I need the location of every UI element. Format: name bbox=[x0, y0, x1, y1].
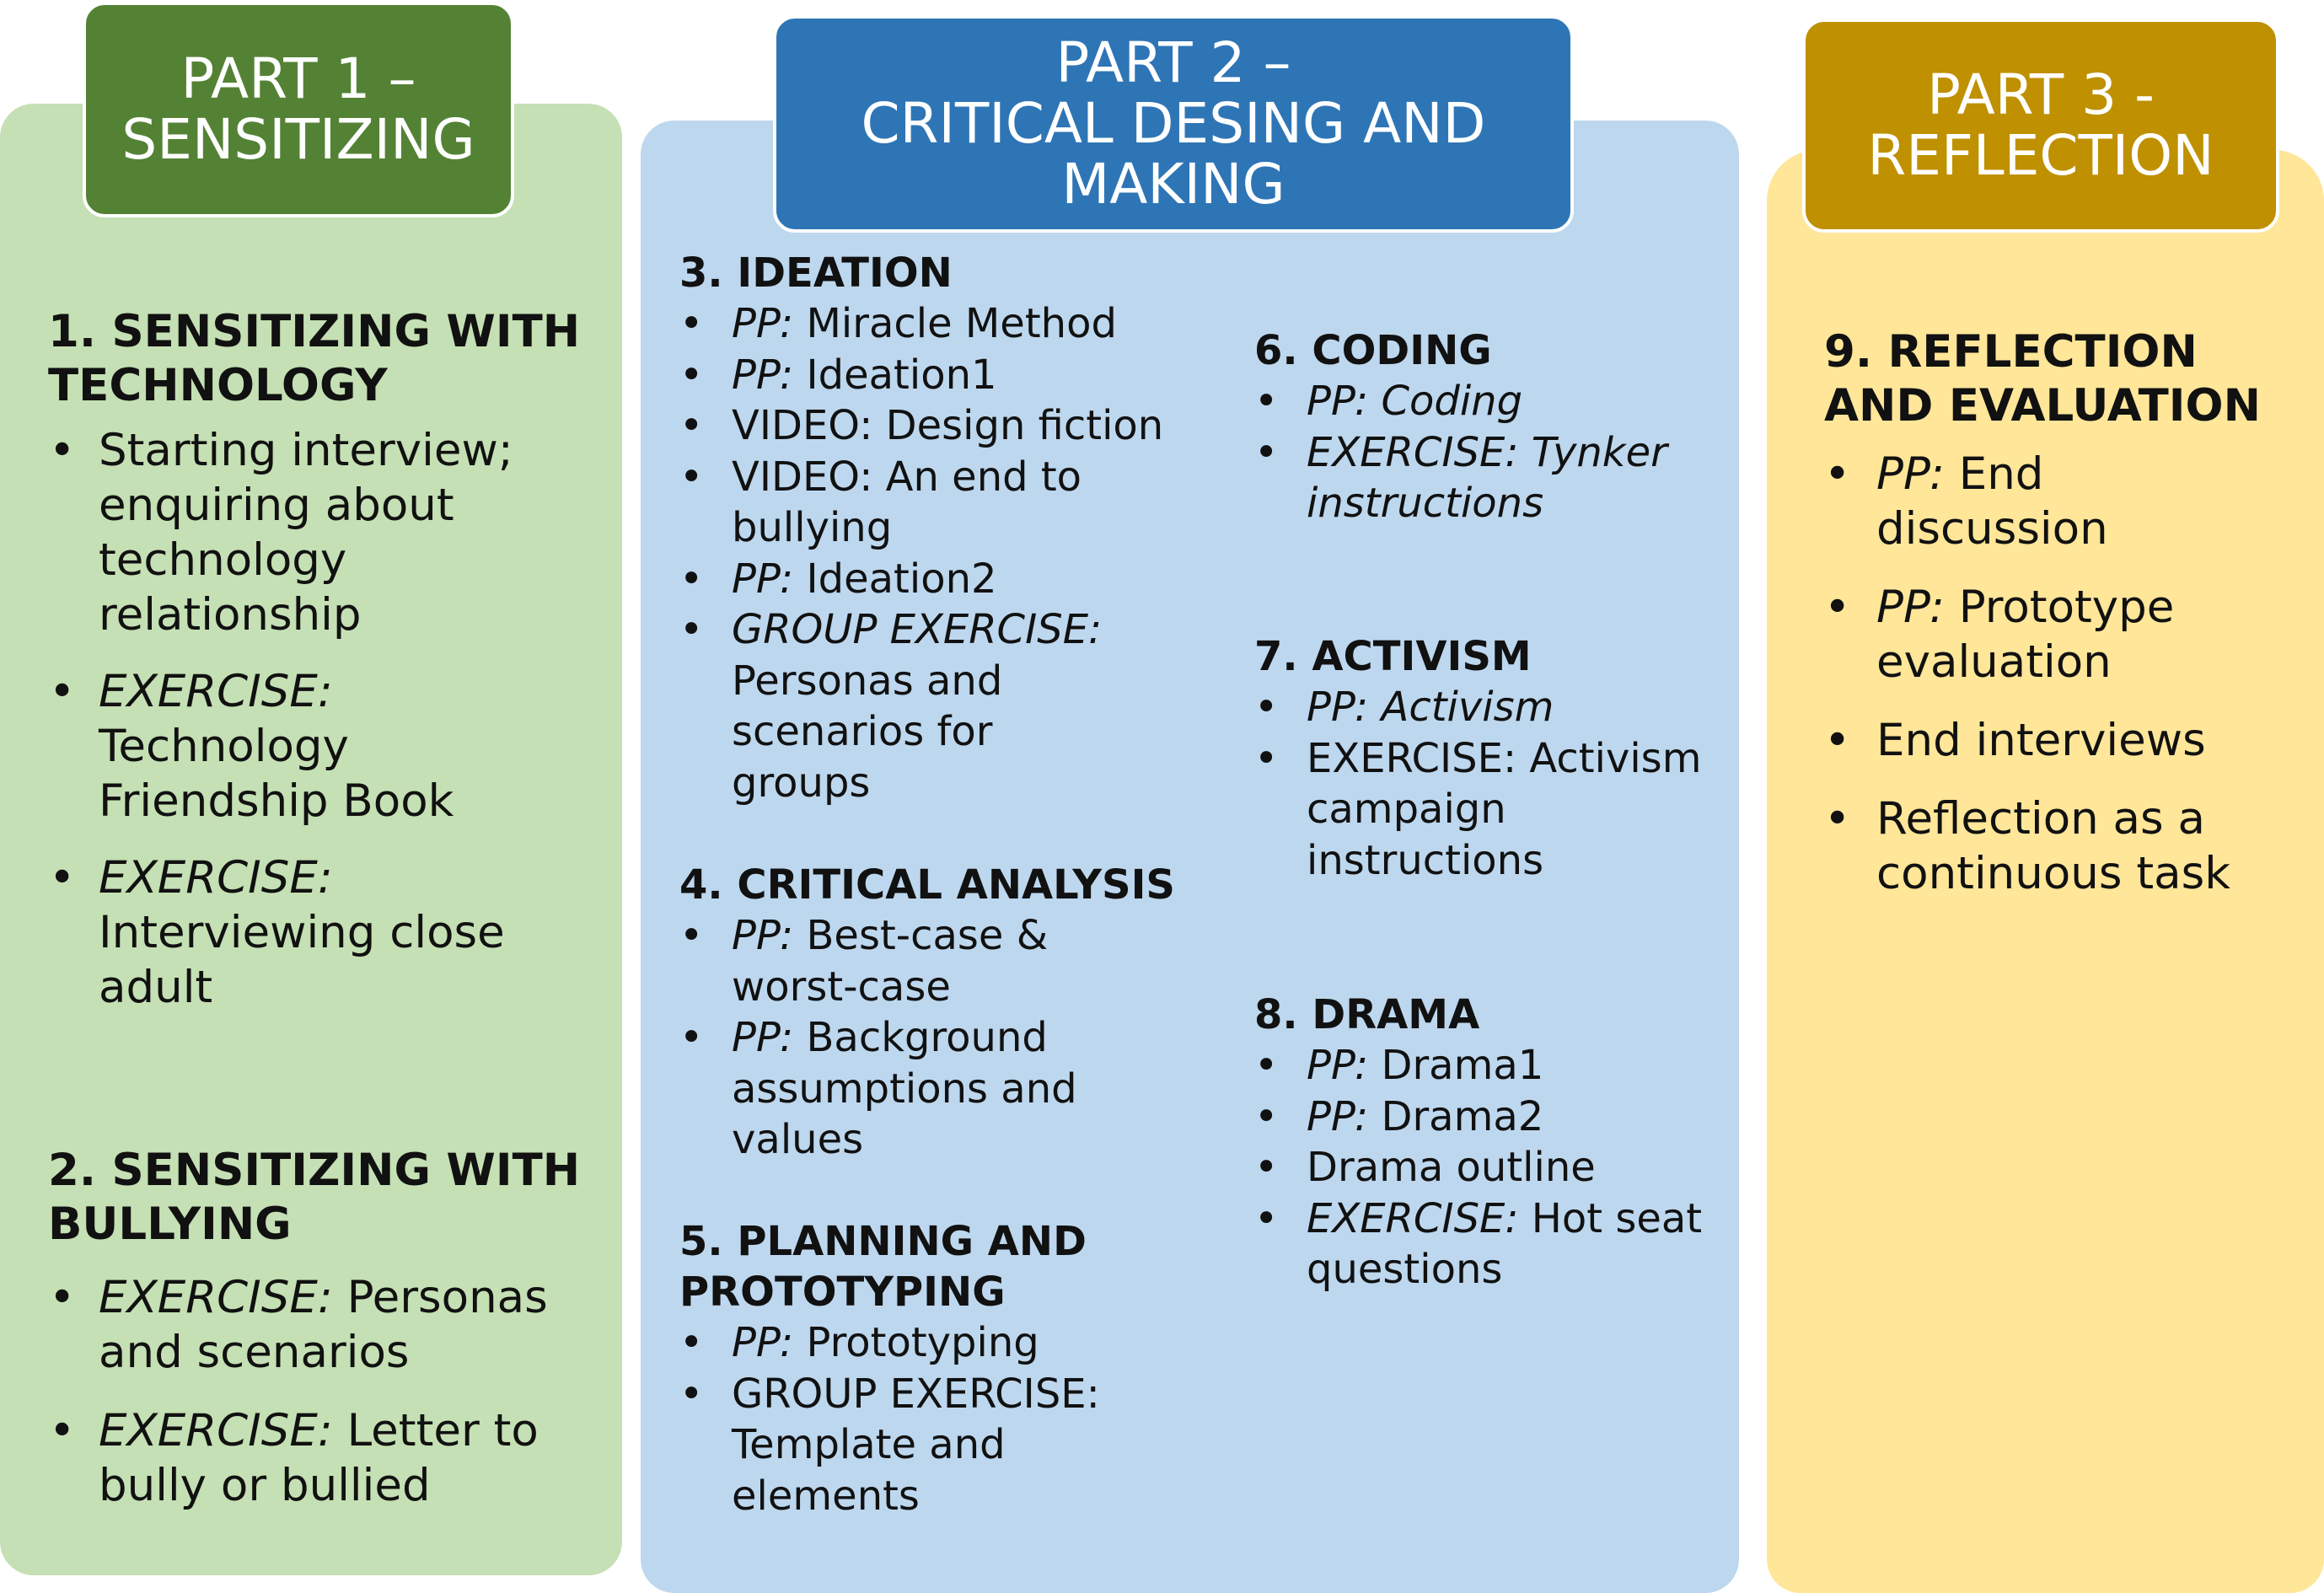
section-3: 3. IDEATION •PP: Miracle Method •PP: Ide… bbox=[679, 248, 1185, 808]
section-6-title: 6. CODING bbox=[1254, 327, 1492, 374]
list-item: •PP: Best-case & worst-case bbox=[679, 912, 1049, 1011]
section-2-list: •EXERCISE: Personas and scenarios •EXERC… bbox=[49, 1270, 588, 1513]
section-1-list: •Starting interview; enquiring about tec… bbox=[49, 423, 588, 1015]
section-6-list: •PP: Coding •EXERCISE: Tynker instructio… bbox=[1254, 376, 1726, 529]
section-2-title: 2. SENSITIZING WITH BULLYING bbox=[48, 1145, 581, 1250]
part3-header-line2: REFLECTION bbox=[1867, 123, 2214, 188]
list-item: •GROUP EXERCISE: Template and elements bbox=[679, 1370, 1100, 1520]
section-5: 5. PLANNING AND PROTOTYPING •PP: Prototy… bbox=[679, 1216, 1185, 1521]
section-5-list: •PP: Prototyping •GROUP EXERCISE: Templa… bbox=[679, 1317, 1185, 1521]
section-5-title: 5. PLANNING AND PROTOTYPING bbox=[679, 1218, 1087, 1316]
list-item: •EXERCISE: Tynker instructions bbox=[1254, 428, 1667, 528]
list-item: •PP: End discussion bbox=[1824, 448, 2108, 555]
section-7: 7. ACTIVISM •PP: Activism •EXERCISE: Act… bbox=[1254, 631, 1726, 886]
part2-header-line3: MAKING bbox=[1061, 152, 1285, 217]
part1-header-line1: PART 1 – bbox=[180, 46, 416, 111]
list-item: •Drama outline bbox=[1254, 1144, 1596, 1191]
list-item: •PP: Drama1 bbox=[1254, 1042, 1544, 1089]
section-7-list: •PP: Activism •EXERCISE: Activism campai… bbox=[1254, 682, 1726, 886]
list-item: •End interviews bbox=[1824, 715, 2206, 766]
section-2: 2. SENSITIZING WITH BULLYING •EXERCISE: … bbox=[48, 1144, 588, 1513]
section-3-list: •PP: Miracle Method •PP: Ideation1 •VIDE… bbox=[679, 298, 1185, 808]
list-item: •EXERCISE: Technology Friendship Book bbox=[49, 666, 454, 827]
list-item: •PP: Ideation1 bbox=[679, 351, 997, 399]
list-item: •PP: Prototype evaluation bbox=[1824, 582, 2175, 688]
section-1-title: 1. SENSITIZING WITH TECHNOLOGY bbox=[48, 306, 581, 411]
list-item: •PP: Drama2 bbox=[1254, 1092, 1544, 1140]
part1-header-line2: SENSITIZING bbox=[121, 107, 475, 172]
section-7-title: 7. ACTIVISM bbox=[1254, 633, 1532, 680]
part3-header: PART 3 - REFLECTION bbox=[1802, 19, 2279, 233]
list-item: •PP: Activism bbox=[1254, 684, 1554, 731]
list-item: •EXERCISE: Personas and scenarios bbox=[49, 1272, 548, 1378]
list-item: •Reflection as a continuous task bbox=[1824, 793, 2230, 899]
section-4-list: •PP: Best-case & worst-case •PP: Backgro… bbox=[679, 910, 1185, 1166]
list-item: •PP: Ideation2 bbox=[679, 555, 997, 603]
section-3-title: 3. IDEATION bbox=[679, 249, 953, 297]
part2-header-line1: PART 2 – bbox=[1055, 30, 1291, 95]
list-item: •PP: Coding bbox=[1254, 378, 1523, 425]
list-item: •GROUP EXERCISE: Personas and scenarios … bbox=[679, 606, 1103, 807]
list-item: •Starting interview; enquiring about tec… bbox=[49, 425, 513, 641]
part3-header-line1: PART 3 - bbox=[1927, 62, 2155, 127]
section-6: 6. CODING •PP: Coding •EXERCISE: Tynker … bbox=[1254, 325, 1726, 529]
list-item: •EXERCISE: Letter to bully or bullied bbox=[49, 1405, 539, 1511]
list-item: •EXERCISE: Interviewing close adult bbox=[49, 852, 505, 1013]
section-9-list: •PP: End discussion •PP: Prototype evalu… bbox=[1824, 447, 2247, 901]
list-item: •PP: Miracle Method bbox=[679, 300, 1117, 347]
part1-panel bbox=[0, 104, 622, 1575]
part1-header: PART 1 – SENSITIZING bbox=[83, 2, 514, 217]
list-item: •EXERCISE: Activism campaign instruction… bbox=[1254, 734, 1702, 884]
section-4-title: 4. CRITICAL ANALYSIS bbox=[679, 861, 1175, 909]
section-8-list: •PP: Drama1 •PP: Drama2 •Drama outline •… bbox=[1254, 1040, 1726, 1295]
part2-panel bbox=[641, 121, 1739, 1593]
section-9: 9. REFLECTION AND EVALUATION •PP: End di… bbox=[1824, 325, 2296, 901]
section-4: 4. CRITICAL ANALYSIS •PP: Best-case & wo… bbox=[679, 860, 1185, 1166]
list-item: •VIDEO: An end to bullying bbox=[679, 453, 1082, 552]
list-item: •EXERCISE: Hot seat questions bbox=[1254, 1194, 1703, 1294]
part2-header: PART 2 – CRITICAL DESING AND MAKING bbox=[773, 15, 1574, 233]
section-1: 1. SENSITIZING WITH TECHNOLOGY •Starting… bbox=[48, 305, 588, 1015]
section-8: 8. DRAMA •PP: Drama1 •PP: Drama2 •Drama … bbox=[1254, 990, 1726, 1295]
list-item: •PP: Prototyping bbox=[679, 1319, 1039, 1366]
part2-header-line2: CRITICAL DESING AND bbox=[861, 91, 1486, 156]
list-item: •VIDEO: Design fiction bbox=[679, 402, 1164, 449]
part3-panel bbox=[1767, 150, 2324, 1593]
list-item: •PP: Background assumptions and values bbox=[679, 1014, 1077, 1163]
section-9-title: 9. REFLECTION AND EVALUATION bbox=[1824, 326, 2261, 432]
section-8-title: 8. DRAMA bbox=[1254, 991, 1480, 1038]
